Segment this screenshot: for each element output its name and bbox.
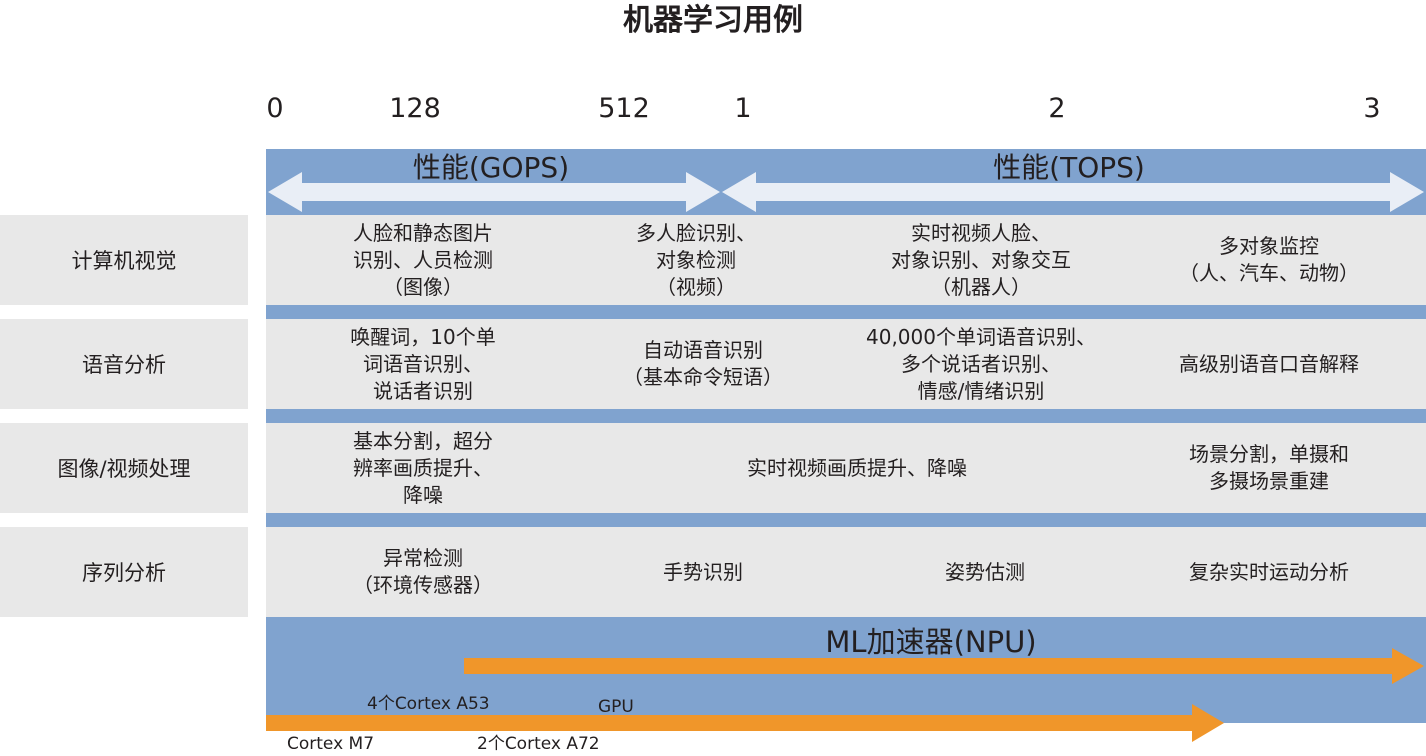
tops-double-arrow (722, 172, 1424, 212)
cortex-a53-label: 4个Cortex A53 (367, 694, 490, 714)
row-bg-sequence (266, 527, 1426, 617)
gops-double-arrow (268, 172, 720, 212)
tops-label: 性能(TOPS) (993, 151, 1145, 184)
scale-label-512: 512 (598, 93, 650, 124)
category-image-video: 图像/视频处理 (0, 423, 248, 513)
gops-label: 性能(GOPS) (412, 151, 570, 184)
cell-vision-2: 多人脸识别、 对象检测 （视频） (636, 220, 756, 299)
cell-speech-4: 高级别语音口音解释 (1179, 351, 1359, 376)
cell-speech-2: 自动语音识别 （基本命令短语） (623, 338, 783, 389)
npu-label: ML加速器(NPU) (825, 625, 1037, 659)
cell-image-3: 场景分割，单摄和 多摄场景重建 (1189, 442, 1349, 493)
cell-image-2: 实时视频画质提升、降噪 (747, 455, 967, 480)
scale-label-2: 2 (1048, 93, 1066, 124)
cell-vision-4: 多对象监控 （人、汽车、动物） (1179, 234, 1359, 285)
row-separator (266, 409, 1426, 423)
scale-label-0: 0 (266, 93, 284, 124)
page-title: 机器学习用例 (623, 3, 803, 38)
category-computer-vision: 计算机视觉 (0, 215, 248, 305)
row-separator (266, 513, 1426, 527)
npu-orange-arrow (464, 648, 1424, 684)
cell-image-1: 基本分割，超分 辨率画质提升、 降噪 (353, 428, 493, 507)
row-bg-vision (266, 215, 1426, 305)
scale-label-128: 128 (389, 93, 441, 124)
cell-sequence-4: 复杂实时运动分析 (1189, 559, 1349, 584)
cortex-a72-label: 2个Cortex A72 (477, 734, 600, 754)
cell-sequence-3: 姿势估测 (945, 559, 1025, 584)
category-sequence-analysis: 序列分析 (0, 527, 248, 617)
cell-speech-1: 唤醒词，10个单 词语音识别、 说话者识别 (350, 324, 496, 403)
cell-sequence-2: 手势识别 (663, 559, 743, 584)
cell-vision-1: 人脸和静态图片 识别、人员检测 （图像） (353, 220, 493, 299)
category-speech-analysis: 语音分析 (0, 319, 248, 409)
row-bg-speech (266, 319, 1426, 409)
cortex-m7-label: Cortex M7 (287, 734, 375, 754)
scale-label-1: 1 (734, 93, 752, 124)
row-separator (266, 305, 1426, 319)
performance-band (266, 149, 1426, 215)
cpu-orange-arrow (266, 704, 1224, 742)
scale-label-3: 3 (1363, 93, 1381, 124)
gpu-label: GPU (598, 697, 634, 717)
cell-speech-3: 40,000个单词语音识别、 多个说话者识别、 情感/情绪识别 (866, 324, 1096, 403)
row-bg-image (266, 423, 1426, 513)
cell-vision-3: 实时视频人脸、 对象识别、对象交互 （机器人） (891, 220, 1071, 299)
cell-sequence-1: 异常检测 （环境传感器） (353, 546, 493, 597)
